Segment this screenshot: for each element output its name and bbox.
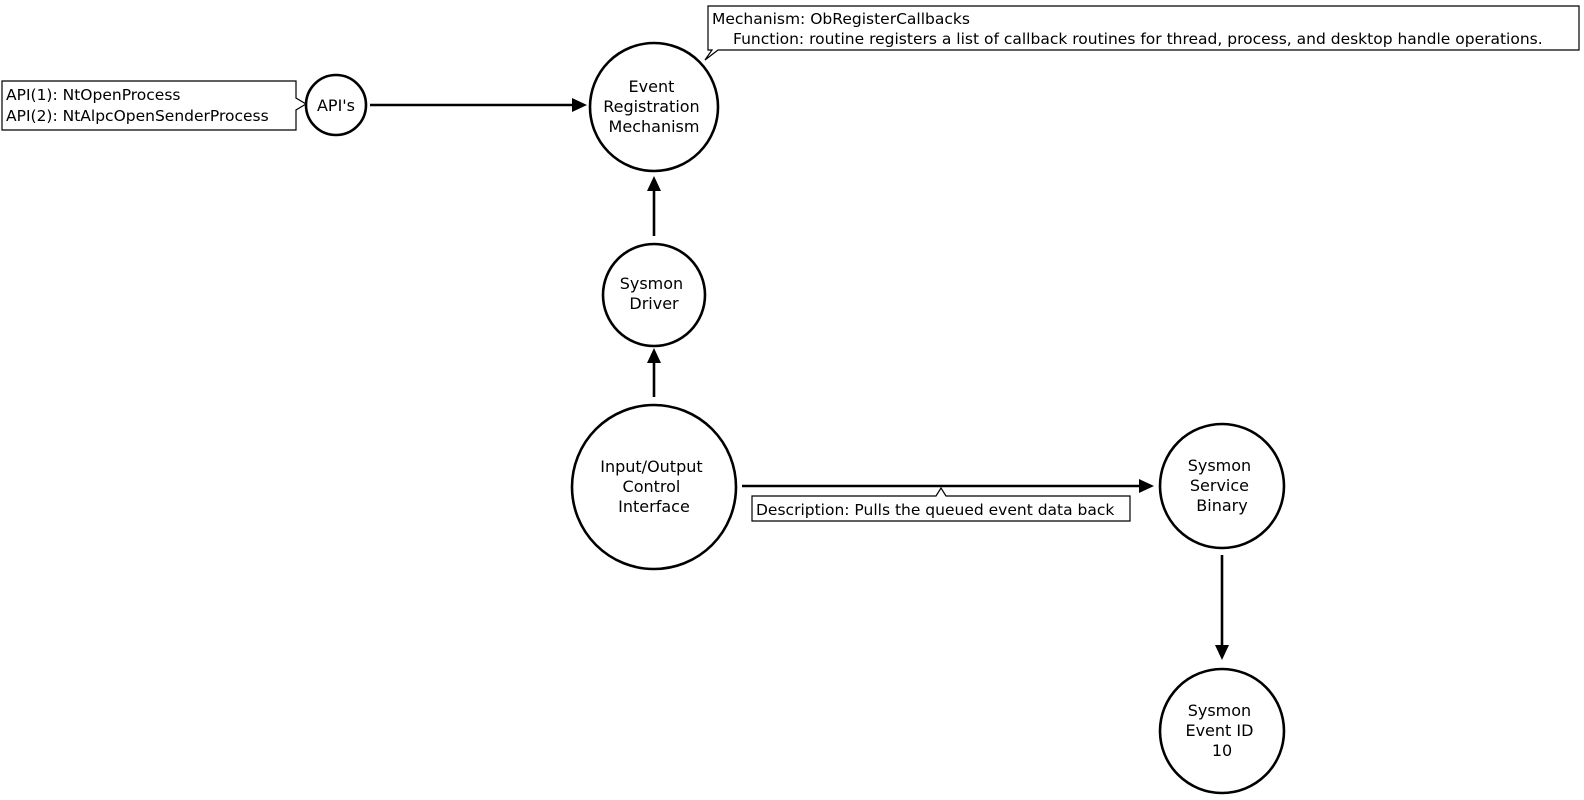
node-io-control-line-1: Input/Output — [600, 457, 702, 476]
node-apis: API's — [304, 73, 368, 137]
node-sysmon-event-line-1: Sysmon — [1188, 701, 1251, 720]
node-event-registration-line-2: Registration — [603, 97, 699, 116]
edge-io-to-driver — [647, 348, 661, 397]
node-sysmon-service-line-1: Sysmon — [1188, 456, 1251, 475]
callout-mechanism-text: Mechanism: ObRegisterCallbacks Function:… — [712, 10, 1543, 48]
node-io-control-line-3: Interface — [618, 497, 690, 516]
node-event-registration: Event Registration Mechanism — [588, 41, 720, 173]
node-sysmon-event-line-3: 10 — [1212, 741, 1232, 760]
callout-mechanism: Mechanism: ObRegisterCallbacks Function:… — [704, 5, 1580, 61]
node-sysmon-event-label: Sysmon Event ID 10 — [1185, 701, 1258, 760]
node-sysmon-driver-label: Sysmon Driver — [620, 274, 689, 313]
callout-api-list-line-2: API(2): NtAlpcOpenSenderProcess — [6, 107, 269, 125]
node-sysmon-service-line-2: Service — [1190, 476, 1249, 495]
callout-mechanism-line-1: Mechanism: ObRegisterCallbacks — [712, 10, 970, 28]
callout-description-text: Description: Pulls the queued event data… — [756, 501, 1114, 519]
callout-api-list-text: API(1): NtOpenProcess API(2): NtAlpcOpen… — [6, 86, 269, 125]
node-event-registration-label: Event Registration Mechanism — [603, 77, 705, 136]
callout-api-list-line-1: API(1): NtOpenProcess — [6, 86, 181, 104]
node-io-control-line-2: Control — [623, 477, 681, 496]
node-sysmon-driver-line-2: Driver — [629, 294, 679, 313]
node-sysmon-service-label: Sysmon Service Binary — [1188, 456, 1257, 515]
node-sysmon-driver-line-1: Sysmon — [620, 274, 683, 293]
node-sysmon-event: Sysmon Event ID 10 — [1158, 667, 1286, 795]
edge-driver-to-event-registration — [647, 176, 661, 236]
edge-apis-to-event-registration — [370, 98, 587, 112]
node-io-control-label: Input/Output Control Interface — [600, 457, 708, 516]
node-sysmon-event-line-2: Event ID — [1185, 721, 1253, 740]
node-sysmon-service-line-3: Binary — [1196, 496, 1247, 515]
callout-description: Description: Pulls the queued event data… — [751, 486, 1131, 522]
node-apis-label: API's — [317, 96, 355, 115]
edge-io-to-service — [742, 479, 1154, 493]
edge-service-to-event — [1215, 555, 1229, 660]
node-event-registration-line-3: Mechanism — [609, 117, 700, 136]
callout-mechanism-line-2: Function: routine registers a list of ca… — [733, 30, 1543, 48]
node-io-control: Input/Output Control Interface — [570, 403, 738, 571]
node-sysmon-driver: Sysmon Driver — [601, 242, 707, 348]
callout-api-list: API(1): NtOpenProcess API(2): NtAlpcOpen… — [1, 80, 308, 131]
node-event-registration-line-1: Event — [629, 77, 675, 96]
node-sysmon-service: Sysmon Service Binary — [1158, 422, 1286, 550]
